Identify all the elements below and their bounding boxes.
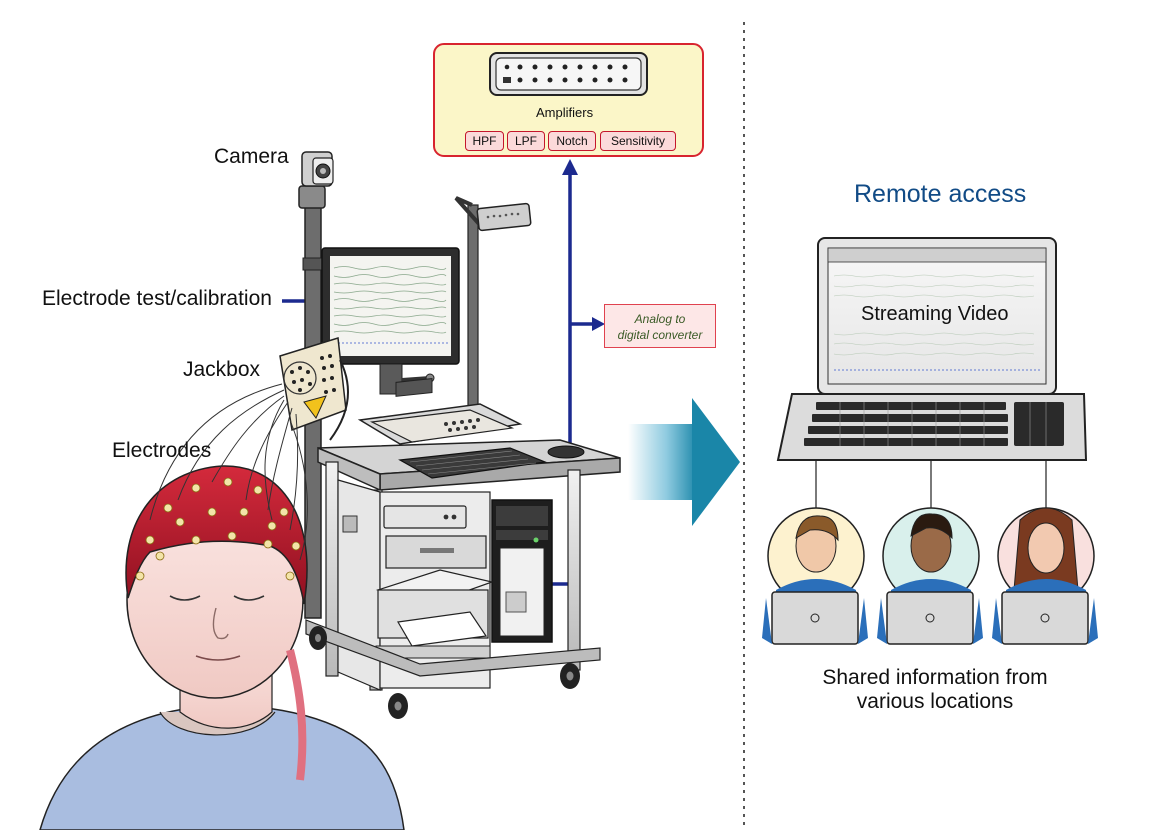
remote-user-3 xyxy=(992,507,1098,645)
jackbox-illustration xyxy=(279,337,349,441)
monitor-illustration xyxy=(321,247,460,395)
shared-info-caption: Shared information from various location… xyxy=(800,666,1070,714)
converter-line-1: Analog to xyxy=(634,312,686,326)
filter-chip-hpf: HPF xyxy=(465,131,504,151)
arrow-to-amplifiers xyxy=(562,159,578,175)
electrode-test-label: Electrode test/calibration xyxy=(42,287,272,310)
analog-digital-converter-box: Analog to digital converter xyxy=(604,304,716,348)
arrow-to-converter xyxy=(592,317,605,331)
remote-access-title: Remote access xyxy=(854,180,1027,208)
eeg-cart-illustration xyxy=(305,378,621,719)
transfer-arrow xyxy=(628,398,740,526)
jackbox-label: Jackbox xyxy=(183,358,261,381)
remote-laptop-illustration xyxy=(776,237,1088,461)
filter-chip-notch: Notch xyxy=(548,131,596,151)
amplifiers-title: Amplifiers xyxy=(536,105,594,120)
shared-caption-line-1: Shared information from xyxy=(822,666,1048,689)
electrodes-label: Electrodes xyxy=(112,439,212,462)
amplifiers-box xyxy=(433,43,704,157)
streaming-video-label: Streaming Video xyxy=(861,303,1009,325)
shared-caption-line-2: various locations xyxy=(856,690,1014,713)
electrode-wires xyxy=(149,383,308,561)
remote-user-2 xyxy=(877,507,983,645)
filter-chip-sensitivity: Sensitivity xyxy=(600,131,676,151)
converter-line-2: digital converter xyxy=(617,328,703,342)
remote-user-1 xyxy=(762,507,868,645)
network-lines xyxy=(815,460,1047,510)
camera-label: Camera xyxy=(214,145,289,168)
patient-illustration xyxy=(39,465,405,830)
lamp-illustration xyxy=(454,196,532,416)
filter-chip-lpf: LPF xyxy=(507,131,545,151)
